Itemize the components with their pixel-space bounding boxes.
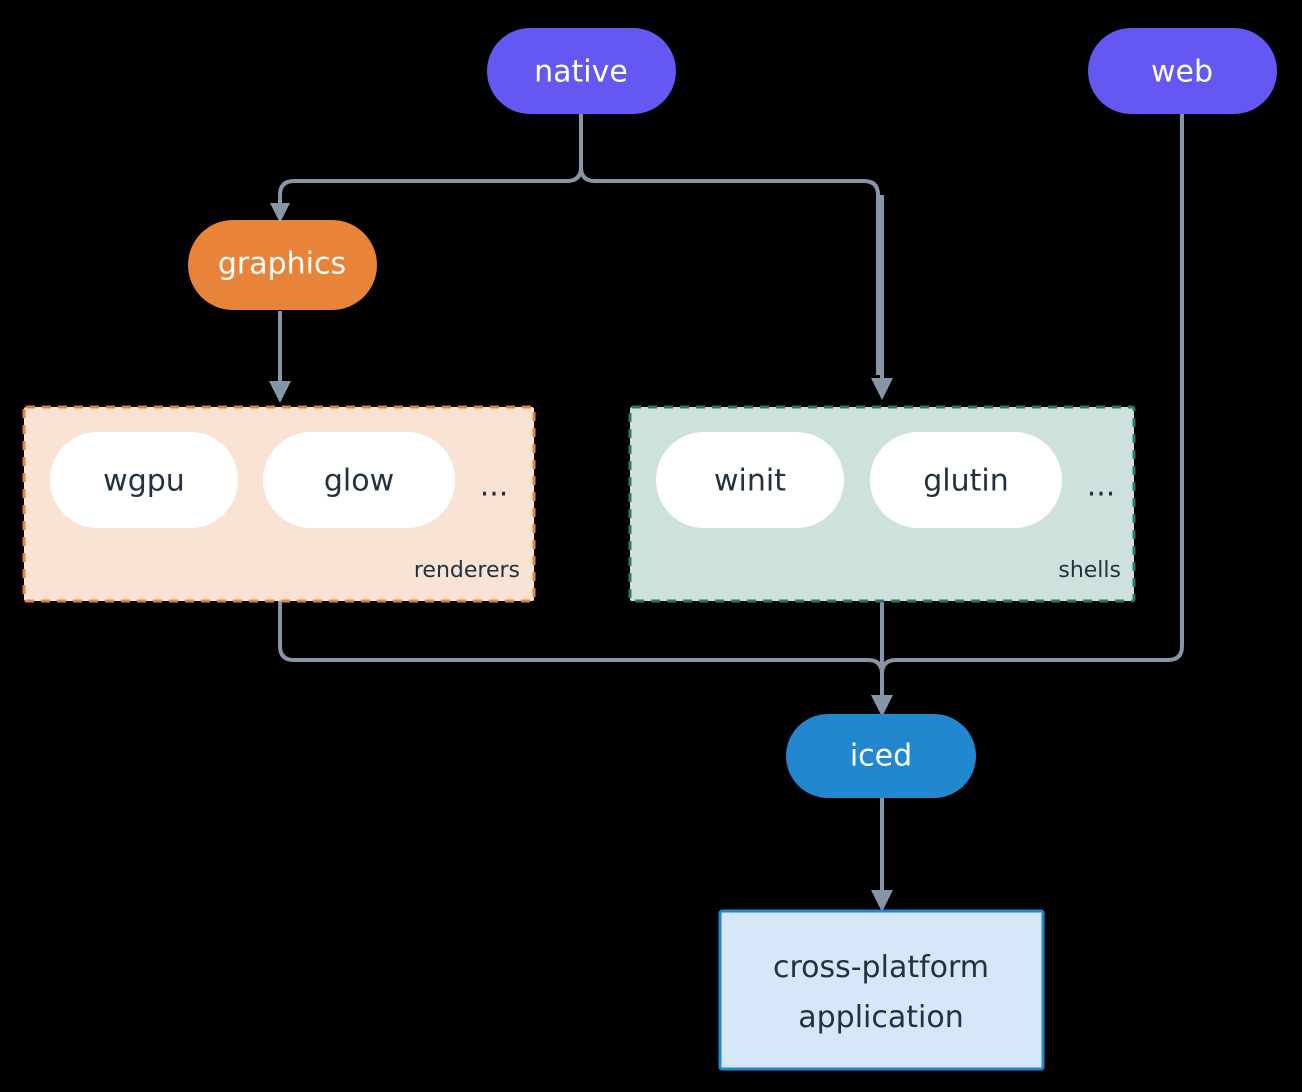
- pill-glow[interactable]: glow: [263, 432, 455, 528]
- connector-layer: [269, 113, 1184, 912]
- edge-native-split: [579, 113, 880, 375]
- pill-glow-label: glow: [324, 464, 394, 499]
- pill-glow-shape: [263, 432, 455, 528]
- pill-glutin-label: glutin: [923, 464, 1009, 499]
- renderers-caption: renderers: [414, 558, 520, 583]
- node-iced-shape: [786, 714, 976, 798]
- arrowhead-to-application: [871, 890, 893, 912]
- pill-wgpu[interactable]: wgpu: [50, 432, 238, 528]
- pill-winit-shape: [656, 432, 844, 528]
- pill-winit[interactable]: winit: [656, 432, 844, 528]
- edge-renderers-to-iced: [278, 601, 884, 695]
- group-renderers: wgpu glow ... renderers: [22, 405, 536, 603]
- group-shells: winit glutin ... shells: [628, 405, 1136, 603]
- edge-web-to-iced: [880, 113, 1184, 695]
- pill-wgpu-label: wgpu: [103, 464, 185, 499]
- node-web-shape: [1088, 28, 1277, 114]
- renderers-overflow-ellipsis: ...: [480, 469, 509, 504]
- shells-caption: shells: [1058, 558, 1121, 583]
- node-application[interactable]: cross-platform application: [718, 909, 1045, 1071]
- pill-wgpu-shape: [50, 432, 238, 528]
- node-application-label-line2: application: [798, 1000, 963, 1035]
- node-application-label-line1: cross-platform: [773, 950, 989, 985]
- node-web-label: web: [1151, 55, 1213, 90]
- arrowhead-to-shells: [871, 378, 893, 400]
- node-application-shape: [718, 909, 1045, 1071]
- node-graphics-shape: [188, 220, 377, 310]
- node-graphics[interactable]: graphics: [188, 220, 377, 310]
- node-web[interactable]: web: [1088, 28, 1277, 114]
- arrowhead-to-iced: [871, 695, 893, 717]
- pill-glutin-shape: [870, 432, 1062, 528]
- edge-native-split-left: [278, 166, 583, 205]
- node-native[interactable]: native: [487, 28, 676, 114]
- pill-glutin[interactable]: glutin: [870, 432, 1062, 528]
- node-native-shape: [487, 28, 676, 114]
- arrowhead-to-graphics: [270, 203, 290, 223]
- pill-winit-label: winit: [714, 464, 786, 499]
- node-iced[interactable]: iced: [786, 714, 976, 798]
- node-iced-label: iced: [850, 739, 912, 774]
- shells-overflow-ellipsis: ...: [1087, 469, 1116, 504]
- arrowhead-to-renderers: [269, 381, 291, 403]
- node-native-label: native: [534, 55, 628, 90]
- node-graphics-label: graphics: [218, 247, 346, 282]
